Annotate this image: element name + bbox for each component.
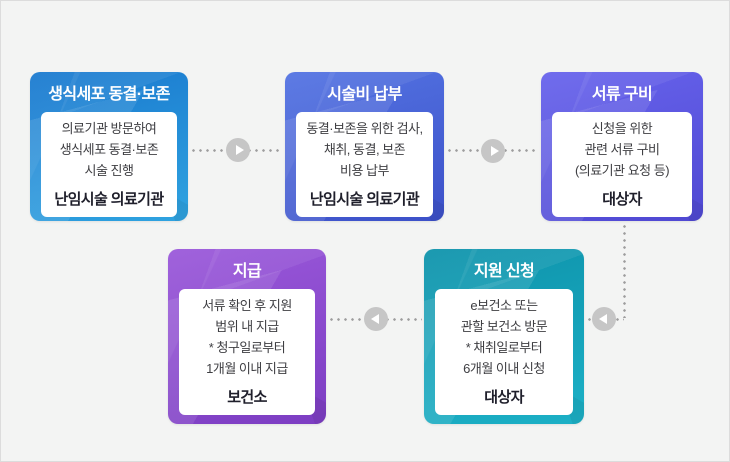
step-actor: 대상자 <box>484 389 524 406</box>
arrow-circle <box>226 138 250 162</box>
step-actor: 난임시술 의료기관 <box>54 191 164 208</box>
step-title: 지원 신청 <box>473 263 535 280</box>
arrow-right-icon <box>490 146 499 156</box>
step-actor: 난임시술 의료기관 <box>309 191 420 208</box>
step-header: 서류 구비 <box>541 72 703 112</box>
step-description: e보건소 또는 관할 보건소 방문 * 채취일로부터 6개월 이내 신청 <box>460 298 548 376</box>
step-card-payout: 지급 서류 확인 후 지원 범위 내 지급 * 청구일로부터 1개월 이내 지급… <box>168 249 326 424</box>
step-panel: 의료기관 방문하여 생식세포 동결·보존 시술 진행 난임시술 의료기관 <box>41 112 177 217</box>
connector-step3-down <box>623 223 626 318</box>
step-card-cryopreservation: 생식세포 동결·보존 의료기관 방문하여 생식세포 동결·보존 시술 진행 난임… <box>30 72 188 221</box>
arrow-right-icon <box>235 145 244 155</box>
step-title: 생식세포 동결·보존 <box>48 86 170 103</box>
step-description: 동결·보존을 위한 검사, 채취, 동결, 보존 비용 납부 <box>306 121 423 178</box>
step-header: 시술비 납부 <box>285 72 444 112</box>
step-header: 생식세포 동결·보존 <box>30 72 188 112</box>
step-card-support-application: 지원 신청 e보건소 또는 관할 보건소 방문 * 채취일로부터 6개월 이내 … <box>424 249 584 424</box>
step-panel: 서류 확인 후 지원 범위 내 지급 * 청구일로부터 1개월 이내 지급 보건… <box>179 289 315 415</box>
step-description: 의료기관 방문하여 생식세포 동결·보존 시술 진행 <box>59 121 159 178</box>
step-description: 서류 확인 후 지원 범위 내 지급 * 청구일로부터 1개월 이내 지급 <box>202 298 292 376</box>
step-title: 지급 <box>232 263 262 280</box>
step-actor: 보건소 <box>227 389 267 406</box>
arrow-circle <box>481 139 505 163</box>
step-title: 시술비 납부 <box>327 86 402 103</box>
step-card-fee-payment: 시술비 납부 동결·보존을 위한 검사, 채취, 동결, 보존 비용 납부 난임… <box>285 72 444 221</box>
step-header: 지원 신청 <box>424 249 584 289</box>
step-card-document-preparation: 서류 구비 신청을 위한 관련 서류 구비 (의료기관 요청 등) 대상자 <box>541 72 703 221</box>
arrow-left-icon <box>598 314 607 324</box>
arrow-circle <box>592 307 616 331</box>
step-header: 지급 <box>168 249 326 289</box>
step-panel: 신청을 위한 관련 서류 구비 (의료기관 요청 등) 대상자 <box>552 112 692 217</box>
step-panel: e보건소 또는 관할 보건소 방문 * 채취일로부터 6개월 이내 신청 대상자 <box>435 289 573 415</box>
step-description: 신청을 위한 관련 서류 구비 (의료기관 요청 등) <box>574 121 670 178</box>
step-actor: 대상자 <box>602 191 642 208</box>
arrow-left-icon <box>370 314 379 324</box>
step-title: 서류 구비 <box>591 86 653 103</box>
arrow-circle <box>364 307 388 331</box>
step-panel: 동결·보존을 위한 검사, 채취, 동결, 보존 비용 납부 난임시술 의료기관 <box>296 112 433 217</box>
